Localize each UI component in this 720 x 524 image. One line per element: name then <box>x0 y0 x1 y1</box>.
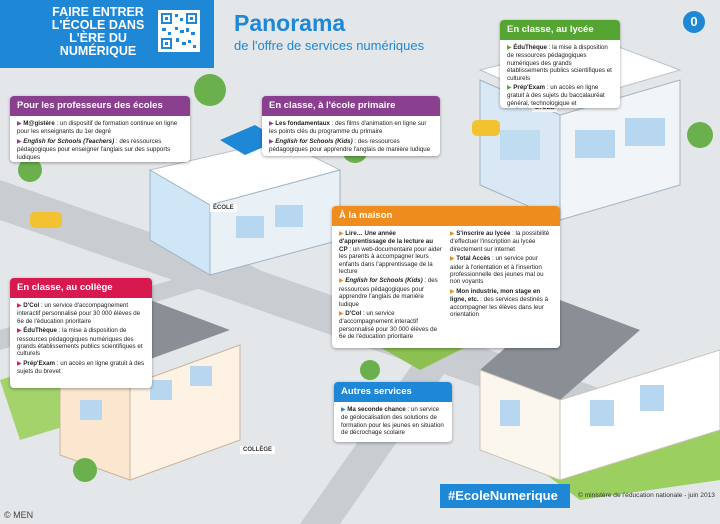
list-item: ▶ Prép'Exam : un accès en ligne gratuit … <box>507 84 605 108</box>
card-autres-title: Autres services <box>334 382 452 402</box>
card-professeurs-title: Pour les professeurs des écoles <box>10 96 190 116</box>
page-subtitle: de l'offre de services numériques <box>234 38 425 53</box>
card-lycee-title: En classe, au lycée <box>500 20 620 40</box>
card-college-title: En classe, au collège <box>10 278 152 298</box>
list-item: ▶ Ma seconde chance : un service de géol… <box>341 406 444 437</box>
ecole-sign: ÉCOLE <box>210 204 237 212</box>
college-sign: COLLÈGE <box>240 446 276 454</box>
card-primaire-title: En classe, à l'école primaire <box>262 96 440 116</box>
hashtag-link[interactable]: #EcoleNumerique <box>440 484 570 508</box>
list-item: ▶ D'Col : un service d'accompagnement in… <box>339 310 438 341</box>
card-autres: Autres services ▶ Ma seconde chance : un… <box>334 382 452 442</box>
card-primaire: En classe, à l'école primaire ▶ Les fond… <box>262 96 440 156</box>
card-lycee: En classe, au lycée ▶ ÉduThèque : la mis… <box>500 20 620 108</box>
list-item: ▶ M@gistère : un dispositif de formation… <box>17 120 178 136</box>
campaign-header: FAIRE ENTRER L'ÉCOLE DANS L'ÈRE DU NUMÉR… <box>0 0 214 68</box>
copyright-text: © MEN <box>4 510 34 520</box>
list-item: ▶ English for Schools (Kids) : des resso… <box>339 277 438 308</box>
card-maison-title: À la maison <box>332 206 560 226</box>
lycee-sign: LYCÉE <box>532 104 558 112</box>
list-item: ▶ Mon industrie, mon stage en ligne, etc… <box>450 287 549 319</box>
card-college: En classe, au collège ▶ D'Col : un servi… <box>10 278 152 388</box>
campaign-title: FAIRE ENTRER L'ÉCOLE DANS L'ÈRE DU NUMÉR… <box>51 5 145 58</box>
card-professeurs: Pour les professeurs des écoles ▶ M@gist… <box>10 96 190 162</box>
card-maison: À la maison ▶ Lire… Une année d'apprenti… <box>332 206 560 348</box>
badge-zero: 0 <box>683 11 705 33</box>
list-item: ▶ English for Schools (Kids) : des resso… <box>269 137 431 154</box>
list-item: ▶ Lire… Une année d'apprentissage de la … <box>339 230 442 276</box>
list-item: ▶ S'inscrire au lycée : la possibilité d… <box>450 230 550 253</box>
list-item: ▶ ÉduThèque : la mise à disposition de r… <box>507 44 612 82</box>
list-item: ▶ ÉduThèque : la mise à disposition de r… <box>17 327 143 358</box>
qr-code-icon[interactable] <box>158 10 200 52</box>
list-item: ▶ English for Schools (Teachers) : des r… <box>17 137 171 161</box>
page-title: Panorama <box>234 10 346 36</box>
list-item: ▶ Total Accès : un service pour aider à … <box>450 255 544 286</box>
list-item: ▶ D'Col : un service d'accompagnement in… <box>17 302 141 325</box>
list-item: ▶ Les fondamentaux : des films d'animati… <box>269 120 427 136</box>
list-item: ▶ Prép'Exam : un accès en ligne gratuit … <box>17 359 145 376</box>
credit-text: © ministère de l'éducation nationale - j… <box>578 492 715 499</box>
